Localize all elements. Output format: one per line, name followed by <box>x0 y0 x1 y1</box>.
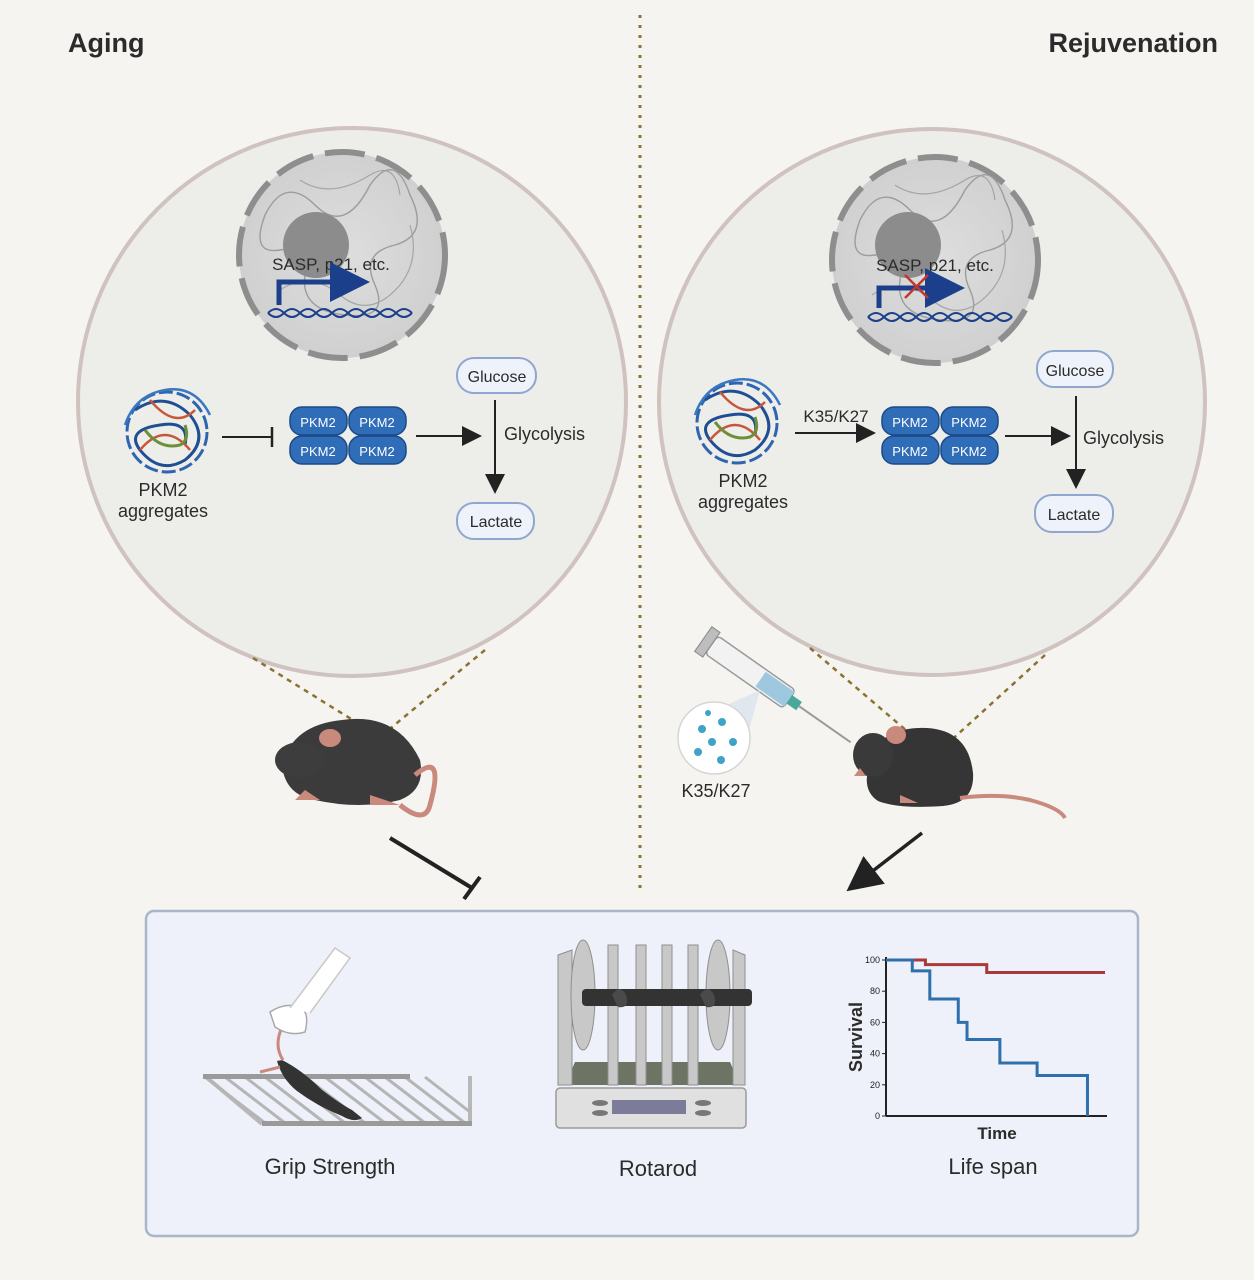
pkm2-tetramer-rejuvenation: PKM2 PKM2 PKM2 PKM2 <box>881 406 999 465</box>
y-tick-label: 20 <box>870 1080 880 1090</box>
glucose-label-aging: Glucose <box>468 369 527 386</box>
inhibition-line-outcomes <box>388 836 474 890</box>
grip-strength-icon <box>203 946 472 1126</box>
glucose-box-rejuvenation <box>1036 350 1114 388</box>
survival-chart: 0 20 40 60 80 100 Time Survival <box>846 955 1107 1143</box>
aggregate-label-aging-1: PKM2 <box>138 480 187 500</box>
pkm2-subunit: PKM2 <box>892 415 927 430</box>
pkm2-subunit: PKM2 <box>359 415 394 430</box>
benefit-arrow-outcomes <box>846 831 924 892</box>
gene-label-aging: SASP, p21, etc. <box>272 255 390 274</box>
pkm2-aggregate-aging <box>123 388 212 474</box>
pkm2-subunit: PKM2 <box>951 415 986 430</box>
glycolysis-label-rejuvenation: Glycolysis <box>1083 428 1164 448</box>
nucleus-aging <box>236 149 448 361</box>
dna-strand-aging <box>267 308 413 318</box>
y-tick-label: 0 <box>875 1111 880 1121</box>
pkm2-aggregate-rejuvenation <box>693 378 782 465</box>
disaggregation-label: K35/K27 <box>803 407 868 426</box>
rejuvenation-title: Rejuvenation <box>1048 28 1218 58</box>
lactate-box-rejuvenation <box>1034 494 1114 533</box>
glucose-box-aging <box>456 357 537 394</box>
drug-particles-icon <box>677 701 751 775</box>
pkm2-subunit: PKM2 <box>951 444 986 459</box>
zoom-line <box>379 649 486 738</box>
lactate-box-aging <box>456 502 535 540</box>
aging-cell-zoom: SASP, p21, etc. PKM2 aggregates PKM2 PKM… <box>76 126 628 678</box>
y-tick-label: 40 <box>870 1049 880 1059</box>
survival-series-2 <box>886 958 1089 1116</box>
nucleus-rejuvenation <box>829 154 1041 366</box>
y-tick-label: 60 <box>870 1017 880 1027</box>
aged-mouse-icon <box>275 718 438 818</box>
rotarod-icon <box>555 939 752 1129</box>
transcription-arrow-rejuvenation <box>876 268 965 308</box>
glycolysis-label-aging: Glycolysis <box>504 424 585 444</box>
gene-label-rejuvenation: SASP, p21, etc. <box>876 256 994 275</box>
drug-label: K35/K27 <box>681 781 750 801</box>
rotarod-label: Rotarod <box>619 1156 697 1181</box>
aggregate-label-rejuvenation-1: PKM2 <box>718 471 767 491</box>
young-mouse-icon <box>853 726 1067 820</box>
survival-series-1 <box>886 958 1105 974</box>
transcription-arrow-aging <box>276 262 370 305</box>
chart-ylabel: Survival <box>846 1002 866 1072</box>
aging-title: Aging <box>68 28 145 58</box>
zoom-line <box>809 647 936 756</box>
rejuvenation-cell-zoom: SASP, p21, etc. PKM2 aggregates K35/K27 … <box>657 127 1207 677</box>
pkm2-subunit: PKM2 <box>892 444 927 459</box>
pkm2-subunit: PKM2 <box>300 444 335 459</box>
pkm2-subunit: PKM2 <box>359 444 394 459</box>
y-tick-label: 100 <box>865 955 880 965</box>
glucose-label-rejuvenation: Glucose <box>1046 363 1105 380</box>
lactate-label-rejuvenation: Lactate <box>1048 507 1101 524</box>
y-tick-label: 80 <box>870 986 880 996</box>
pkm2-tetramer-aging: PKM2 PKM2 PKM2 PKM2 <box>289 406 407 465</box>
lifespan-label: Life span <box>948 1154 1037 1179</box>
dna-strand-rejuvenation <box>867 312 1013 322</box>
lactate-label-aging: Lactate <box>470 514 523 531</box>
chart-xlabel: Time <box>977 1124 1016 1143</box>
aggregate-label-aging-2: aggregates <box>118 501 208 521</box>
pkm2-subunit: PKM2 <box>300 415 335 430</box>
grip-strength-label: Grip Strength <box>265 1154 396 1179</box>
aggregate-label-rejuvenation-2: aggregates <box>698 492 788 512</box>
